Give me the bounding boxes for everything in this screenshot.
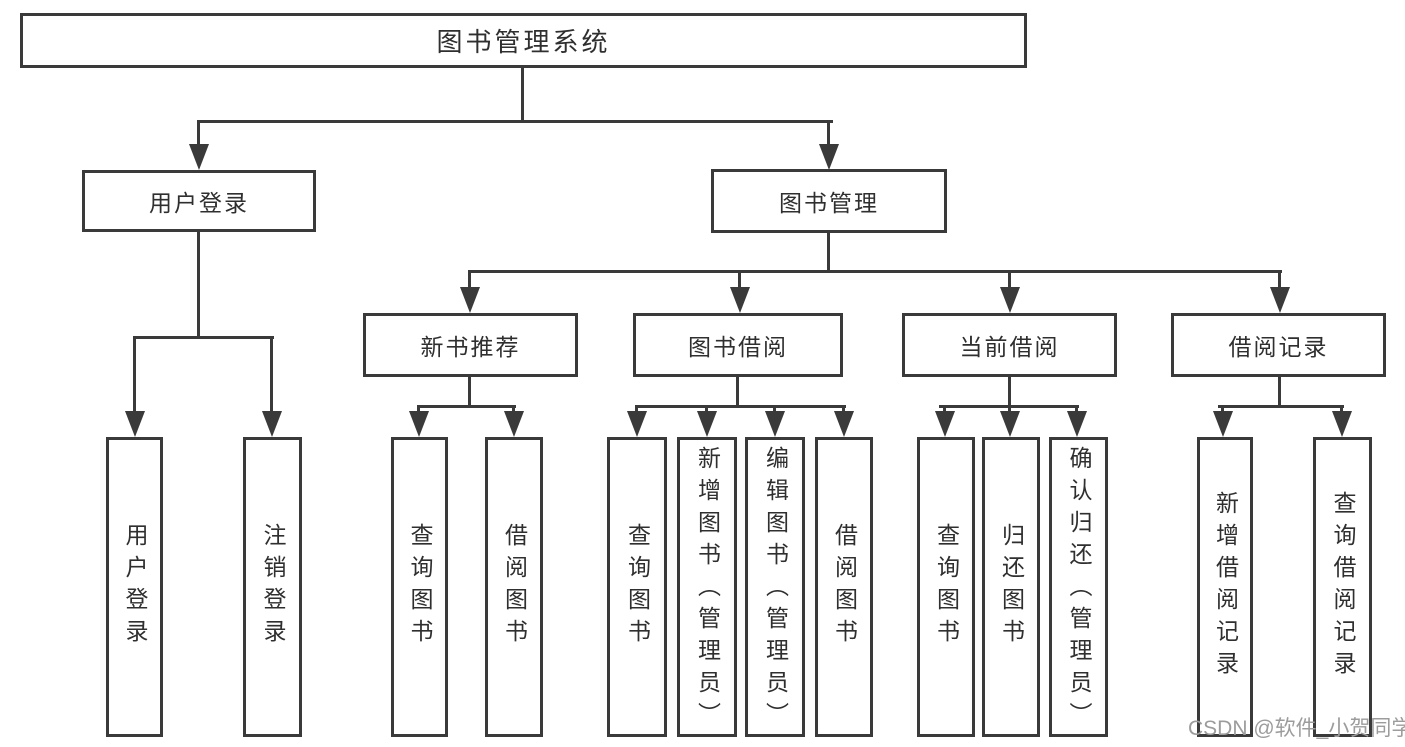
connector-line [1278, 270, 1281, 293]
connector-new-rec-bar [418, 405, 516, 408]
node-book-management: 图书管理 [711, 169, 947, 233]
leaf-logout: 注销登录 [243, 437, 302, 737]
leaf-add-borrow-record: 新增借阅记录 [1197, 437, 1253, 737]
node-user-login: 用户登录 [82, 170, 316, 232]
connector-line [197, 120, 200, 150]
connector-line [1008, 270, 1011, 293]
connector-book-borrow-stem [736, 377, 739, 408]
arrowhead-icon [765, 411, 785, 437]
arrowhead-icon [627, 411, 647, 437]
arrowhead-icon [1332, 411, 1352, 437]
arrowhead-icon [460, 287, 480, 313]
connector-borrow-rec-bar [1218, 405, 1344, 408]
arrowhead-icon [730, 287, 750, 313]
leaf-confirm-return-admin: 确认归还（管理员） [1049, 437, 1108, 737]
connector-borrow-rec-stem [1278, 377, 1281, 408]
arrowhead-icon [1000, 287, 1020, 313]
leaf-borrow-books-2: 借阅图书 [815, 437, 873, 737]
leaf-borrow-books-1: 借阅图书 [485, 437, 543, 737]
arrowhead-icon [935, 411, 955, 437]
connector-cur-borrow-stem [1008, 376, 1011, 408]
arrowhead-icon [504, 411, 524, 437]
leaf-query-books-2: 查询图书 [607, 437, 667, 737]
connector-line [468, 270, 471, 293]
connector-root-bar [197, 120, 833, 123]
node-root: 图书管理系统 [20, 13, 1027, 68]
leaf-user-login: 用户登录 [106, 437, 163, 737]
csdn-watermark: CSDN @软件_小贺同学 [1188, 717, 1405, 740]
connector-line [133, 336, 136, 417]
arrowhead-icon [262, 411, 282, 437]
node-current-borrow: 当前借阅 [902, 313, 1117, 377]
arrowhead-icon [697, 411, 717, 437]
arrowhead-icon [409, 411, 429, 437]
connector-line [738, 270, 741, 293]
arrowhead-icon [834, 411, 854, 437]
leaf-add-books-admin: 新增图书（管理员） [677, 437, 737, 737]
leaf-query-books-3: 查询图书 [917, 437, 975, 737]
connector-user-login-stem [197, 232, 200, 339]
arrowhead-icon [1270, 287, 1290, 313]
connector-root-stem [521, 68, 524, 123]
node-borrow-records: 借阅记录 [1171, 313, 1386, 377]
connector-user-login-bar [133, 336, 274, 339]
arrowhead-icon [125, 411, 145, 437]
leaf-edit-books-admin: 编辑图书（管理员） [745, 437, 805, 737]
arrowhead-icon [1213, 411, 1233, 437]
leaf-query-borrow-record: 查询借阅记录 [1313, 437, 1372, 737]
connector-line [827, 120, 830, 150]
leaf-return-books: 归还图书 [982, 437, 1040, 737]
node-new-book-recommend: 新书推荐 [363, 313, 578, 377]
arrowhead-icon [1067, 411, 1087, 437]
connector-book-mgmt-bar [468, 270, 1282, 273]
connector-line [270, 336, 273, 417]
node-book-borrow: 图书借阅 [633, 313, 843, 377]
arrowhead-icon [189, 144, 209, 170]
connector-book-borrow-bar [636, 405, 846, 408]
connector-book-mgmt-stem [827, 233, 830, 273]
connector-new-rec-stem [468, 377, 471, 408]
arrowhead-icon [1000, 411, 1020, 437]
arrowhead-icon [819, 144, 839, 170]
leaf-query-books-1: 查询图书 [391, 437, 448, 737]
